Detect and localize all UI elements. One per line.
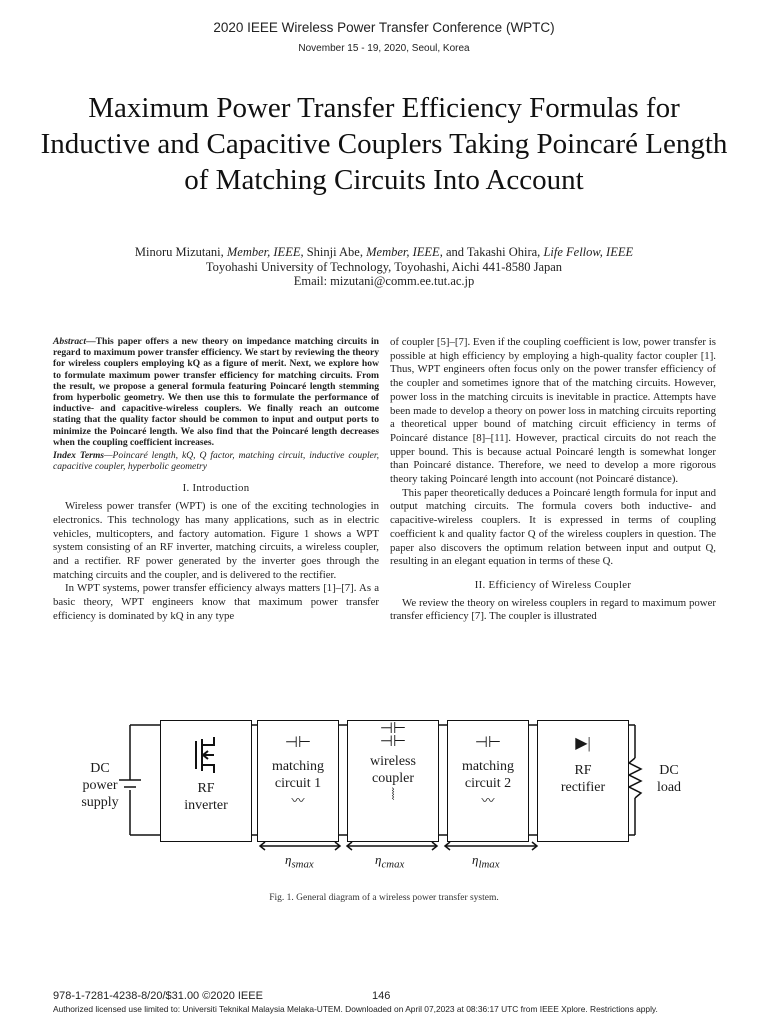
capacitor-icon: ⊣⊢ <box>474 735 502 751</box>
paragraph: We review the theory on wireless coupler… <box>390 596 716 623</box>
label-line: matching <box>461 759 515 774</box>
license-notice: Authorized licensed use limited to: Univ… <box>53 1004 658 1014</box>
index-terms: Index Terms—Poincaré length, kQ, Q facto… <box>53 450 379 472</box>
eta-lmax-label: ηlmax <box>472 852 500 871</box>
page-number: 146 <box>372 990 391 1002</box>
author-line: Minoru Mizutani, Member, IEEE, Shinji Ab… <box>20 245 748 260</box>
wireless-coupler-block: ⊣⊢⊣⊢ wireless coupler ⦚ <box>347 720 439 842</box>
label-line: DC <box>659 763 679 778</box>
label-line: wireless <box>370 754 416 769</box>
author-block: Minoru Mizutani, Member, IEEE, Shinji Ab… <box>20 245 748 289</box>
author-role: Member, IEEE, <box>366 245 443 259</box>
label-line: circuit 2 <box>464 776 512 791</box>
label-line: RF <box>574 763 592 778</box>
rf-inverter-block: RF inverter <box>160 720 252 842</box>
dc-supply-line: supply <box>81 795 119 810</box>
author-role: Life Fellow, IEEE <box>543 245 634 259</box>
index-terms-lead: Index Terms <box>53 450 105 462</box>
matching-circuit-1-label: matching circuit 1 <box>258 758 338 792</box>
paragraph: In WPT systems, power transfer efficienc… <box>53 582 379 622</box>
section-heading-introduction: I. Introduction <box>182 482 250 495</box>
paragraph: of coupler [5]–[7]. Even if the coupling… <box>390 336 716 486</box>
abstract-lead: Abstract <box>53 336 87 347</box>
label-line: RF <box>197 781 215 796</box>
eta-symbol: η <box>472 852 479 867</box>
figure-caption: Fig. 1. General diagram of a wireless po… <box>269 893 499 903</box>
abstract-text: —This paper offers a new theory on imped… <box>53 336 379 448</box>
inductor-icon: 〰 <box>291 793 305 808</box>
dc-supply-line: power <box>82 778 118 793</box>
label-line: circuit 1 <box>274 776 322 791</box>
eta-symbol: η <box>375 852 382 867</box>
rf-rectifier-block: ▶| RF rectifier <box>537 720 629 842</box>
left-column: Abstract—This paper offers a new theory … <box>53 336 379 623</box>
label-line: coupler <box>372 771 414 786</box>
paragraph: This paper theoretically deduces a Poinc… <box>390 486 716 568</box>
figure-1: DC power supply RF inverter ⊣⊢ matching … <box>75 720 693 890</box>
label-line: inverter <box>184 798 228 813</box>
matching-circuit-2-block: ⊣⊢ matching circuit 2 〰 <box>447 720 529 842</box>
author-role: Member, IEEE, <box>226 245 304 259</box>
diode-icon: ▶| <box>575 735 591 752</box>
matching-circuit-2-label: matching circuit 2 <box>448 758 528 792</box>
paper-title: Maximum Power Transfer Efficiency Formul… <box>40 92 728 196</box>
author-email: Email: mizutani@comm.ee.tut.ac.jp <box>293 274 475 288</box>
eta-subscript: cmax <box>381 858 405 871</box>
rf-inverter-label: RF inverter <box>161 780 251 814</box>
capacitor-pair-icon: ⊣⊢⊣⊢ <box>379 721 407 750</box>
dc-supply-line: DC <box>90 761 110 776</box>
label-line: rectifier <box>560 780 606 795</box>
author-name: Shinji Abe, <box>306 245 363 259</box>
dc-power-supply-label: DC power supply <box>75 760 125 811</box>
capacitor-icon: ⊣⊢ <box>284 735 312 751</box>
eta-smax-label: ηsmax <box>285 852 314 871</box>
author-name: Minoru Mizutani, <box>134 245 224 259</box>
affiliation: Toyohashi University of Technology, Toyo… <box>205 259 563 274</box>
matching-circuit-1-block: ⊣⊢ matching circuit 1 〰 <box>257 720 339 842</box>
rf-rectifier-label: RF rectifier <box>538 762 628 796</box>
author-name: and Takashi Ohira, <box>445 245 541 259</box>
wireless-coupler-label: wireless coupler <box>348 753 438 787</box>
eta-subscript: smax <box>291 858 314 871</box>
right-column: of coupler [5]–[7]. Even if the coupling… <box>390 336 716 624</box>
eta-symbol: η <box>285 852 292 867</box>
eta-cmax-label: ηcmax <box>375 852 404 871</box>
paragraph: Wireless power transfer (WPT) is one of … <box>53 500 379 581</box>
label-line: matching <box>271 759 325 774</box>
conference-dates: November 15 - 19, 2020, Seoul, Korea <box>298 43 470 54</box>
section-heading-efficiency: II. Efficiency of Wireless Coupler <box>474 578 632 591</box>
inductor-icon: 〰 <box>481 793 495 808</box>
dc-load-label: DC load <box>649 762 689 796</box>
index-terms-text: —Poincaré length, kQ, Q factor, matching… <box>53 450 379 473</box>
transistor-icon <box>195 737 215 773</box>
transformer-icon: ⦚ <box>391 787 395 804</box>
eta-subscript: lmax <box>478 858 500 871</box>
conference-name: 2020 IEEE Wireless Power Transfer Confer… <box>213 20 555 35</box>
isbn-copyright: 978-1-7281-4238-8/20/$31.00 ©2020 IEEE <box>53 990 263 1002</box>
label-line: load <box>656 780 682 795</box>
abstract: Abstract—This paper offers a new theory … <box>53 336 379 448</box>
